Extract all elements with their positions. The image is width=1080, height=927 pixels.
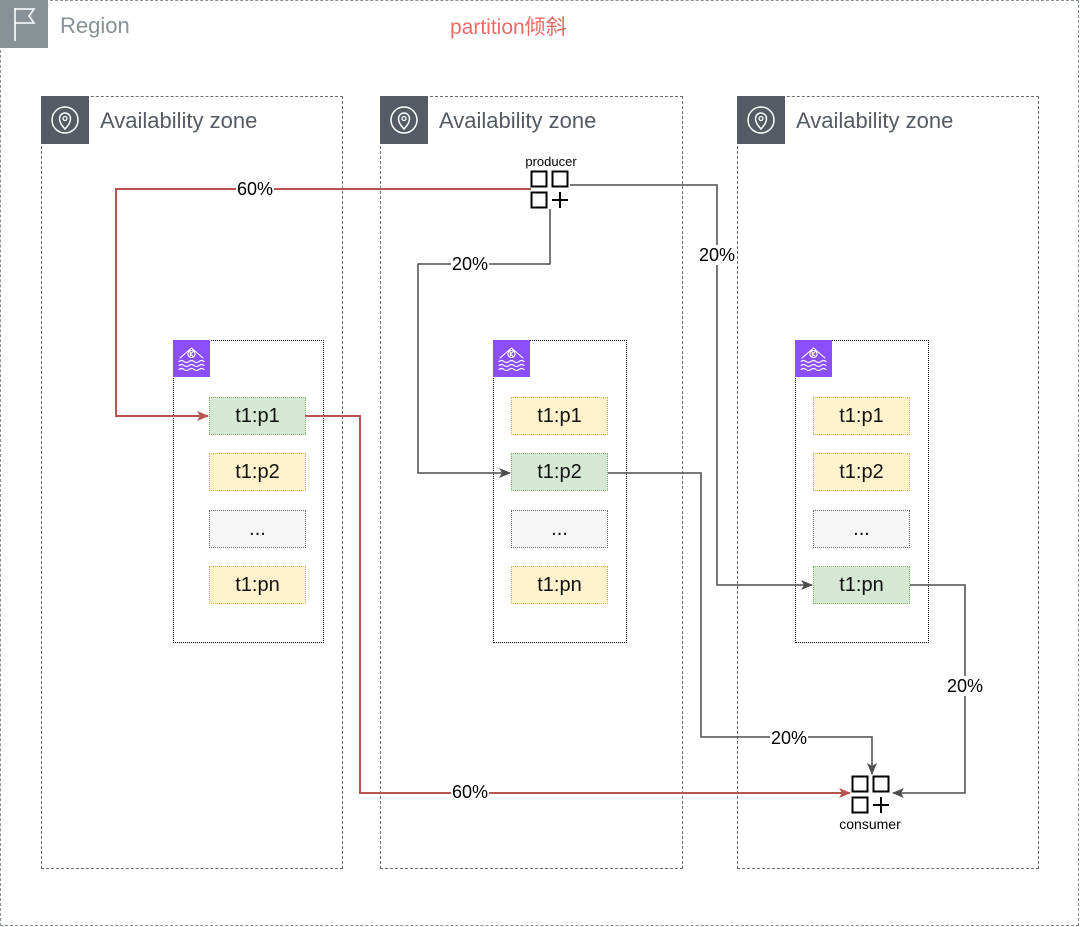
availability-zone-1: Availability zone t1:p1 t1:p2 ... t1:pn xyxy=(41,96,343,869)
location-pin-icon xyxy=(380,96,428,144)
availability-zone-label: Availability zone xyxy=(100,108,258,133)
az1-partition-t1-pn: t1:pn xyxy=(209,566,306,604)
producer-label: producer xyxy=(525,154,577,169)
flow-arrow-producer-to-az3-pn xyxy=(570,184,813,590)
flow-arrow-az1-p1-to-consumer xyxy=(305,415,851,798)
location-pin-icon xyxy=(41,96,89,144)
az2-partition-t1-pn: t1:pn xyxy=(511,566,608,604)
az3-partition-t1-pn: t1:pn xyxy=(813,566,910,604)
msk-kafka-icon xyxy=(795,340,832,377)
msk-kafka-icon xyxy=(493,340,530,377)
flow-label: 20% xyxy=(450,254,490,274)
flow-label: 60% xyxy=(235,179,275,199)
availability-zone-label: Availability zone xyxy=(439,108,597,133)
flow-arrow-producer-to-az2-p2 xyxy=(417,209,551,478)
diagram-title: partition倾斜 xyxy=(450,16,567,39)
kafka-cluster-3: t1:p1 t1:p2 ... t1:pn xyxy=(795,340,929,643)
az2-partition-t1-p1: t1:p1 xyxy=(511,397,608,435)
flow-label: 20% xyxy=(769,728,809,748)
az2-partition-t1-p2: t1:p2 xyxy=(511,453,608,491)
availability-zone-2: Availability zone t1:p1 t1:p2 ... t1:pn xyxy=(380,96,683,869)
region-label: Region xyxy=(60,13,130,38)
consumer-label: consumer xyxy=(839,816,901,832)
application-icon xyxy=(851,775,890,814)
kafka-cluster-2: t1:p1 t1:p2 ... t1:pn xyxy=(493,340,627,643)
flow-label: 20% xyxy=(697,245,737,265)
availability-zone-label: Availability zone xyxy=(796,108,954,133)
application-icon xyxy=(530,170,569,209)
az3-partition-t1-p1: t1:p1 xyxy=(813,397,910,435)
flag-icon xyxy=(0,0,48,48)
flow-label: 20% xyxy=(945,676,985,696)
flow-label: 60% xyxy=(450,782,490,802)
kafka-cluster-1: t1:p1 t1:p2 ... t1:pn xyxy=(173,340,324,643)
location-pin-icon xyxy=(737,96,785,144)
az1-partition-t1-p2: t1:p2 xyxy=(209,453,306,491)
flow-arrow-az2-p2-to-consumer xyxy=(608,472,877,775)
az3-partition-t1-p2: t1:p2 xyxy=(813,453,910,491)
az1-partition-t1-p1: t1:p1 xyxy=(209,397,306,435)
az1-partition-ellipsis: ... xyxy=(209,510,306,548)
az3-partition-ellipsis: ... xyxy=(813,510,910,548)
msk-kafka-icon xyxy=(173,340,210,377)
az2-partition-ellipsis: ... xyxy=(511,510,608,548)
availability-zone-3: Availability zone t1:p1 t1:p2 ... t1:pn xyxy=(737,96,1039,869)
flow-arrow-producer-to-az1-p1 xyxy=(115,188,531,421)
